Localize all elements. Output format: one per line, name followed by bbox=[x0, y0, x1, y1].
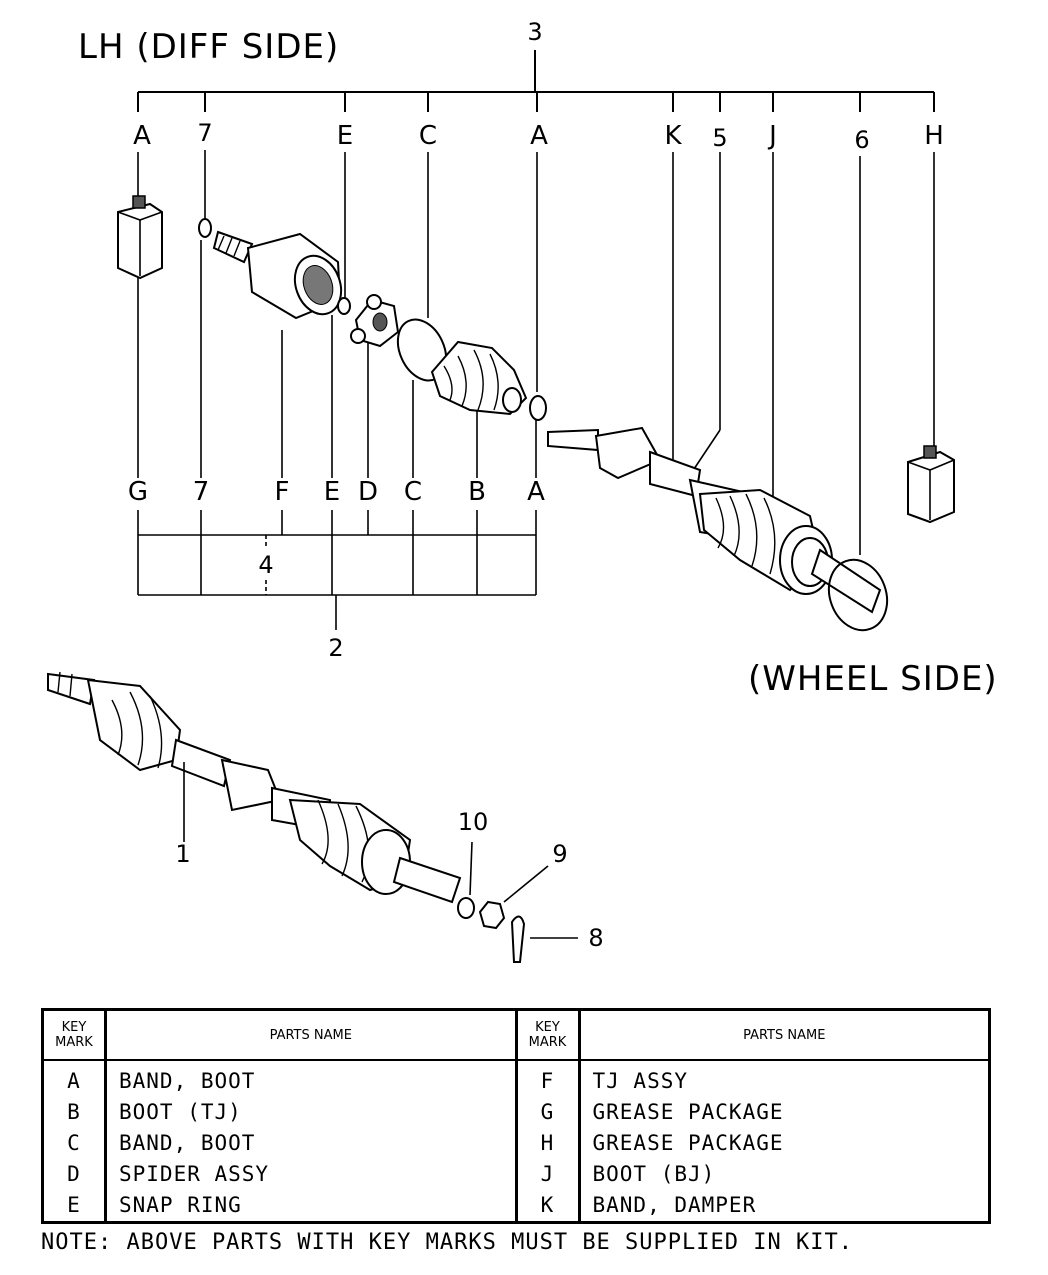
drive-shaft-diagram: LH (DIFF SIDE) (WHEEL SIDE) 3 A 7 E C A … bbox=[47, 18, 998, 963]
parts-name-column: PARTS NAME TJ ASSY GREASE PACKAGE GREASE… bbox=[580, 1011, 988, 1221]
snap-ring-e bbox=[337, 297, 351, 315]
callout-8: 8 bbox=[588, 924, 603, 952]
key-cell: G bbox=[540, 1099, 555, 1124]
part-name-cell: BOOT (BJ) bbox=[592, 1161, 716, 1186]
title-diff-side: LH (DIFF SIDE) bbox=[78, 27, 339, 67]
bottom-key-f: F bbox=[275, 477, 290, 507]
boot-tj-b bbox=[430, 340, 528, 416]
callout-1: 1 bbox=[175, 840, 190, 868]
grease-package-g bbox=[117, 195, 163, 280]
callout-4: 4 bbox=[258, 551, 273, 579]
key-cell: C bbox=[67, 1130, 81, 1155]
part-name-cell: SPIDER ASSY bbox=[119, 1161, 270, 1186]
key-cell: A bbox=[67, 1068, 81, 1093]
callout-9: 9 bbox=[552, 840, 567, 868]
bottom-key-d: D bbox=[358, 477, 378, 507]
tj-assy-f bbox=[212, 230, 343, 320]
part-name-cell: TJ ASSY bbox=[592, 1068, 689, 1093]
kit-note: NOTE: ABOVE PARTS WITH KEY MARKS MUST BE… bbox=[41, 1230, 853, 1255]
top-key-5: 5 bbox=[712, 124, 727, 152]
parts-name-column: PARTS NAME BAND, BOOT BOOT (TJ) BAND, BO… bbox=[107, 1011, 515, 1221]
part-name-cell: GREASE PACKAGE bbox=[592, 1130, 784, 1155]
top-key-h: H bbox=[924, 121, 944, 151]
key-mark-header: KEY MARK bbox=[44, 1011, 104, 1061]
top-key-c: C bbox=[419, 121, 437, 151]
part-name-cell: BOOT (TJ) bbox=[119, 1099, 242, 1124]
key-cell: J bbox=[540, 1161, 555, 1186]
key-mark-column: KEY MARK F G H J K bbox=[517, 1011, 581, 1221]
part-name-cell: BAND, BOOT bbox=[119, 1130, 256, 1155]
spider-assy-d bbox=[350, 294, 400, 348]
key-mark-header: KEY MARK bbox=[517, 1011, 578, 1061]
key-cell: F bbox=[540, 1068, 555, 1093]
title-wheel-side: (WHEEL SIDE) bbox=[748, 659, 998, 699]
key-cell: D bbox=[67, 1161, 81, 1186]
top-key-a: A bbox=[133, 121, 151, 151]
part-name-cell: BAND, DAMPER bbox=[592, 1192, 757, 1217]
callout-10: 10 bbox=[458, 808, 489, 836]
part-name-cell: GREASE PACKAGE bbox=[592, 1099, 784, 1124]
parts-name-header: PARTS NAME bbox=[580, 1011, 988, 1061]
circlip-7 bbox=[198, 218, 212, 238]
cotter-pin-8: 8 bbox=[510, 915, 604, 963]
key-cell: K bbox=[540, 1192, 555, 1217]
upper-shaft-assy bbox=[547, 426, 889, 632]
legend-left-column: KEY MARK A B C D E PARTS NAME BAND, BOOT… bbox=[44, 1011, 518, 1221]
drive-shaft-assy-1: 1 bbox=[47, 671, 462, 904]
bottom-key-e: E bbox=[324, 477, 340, 507]
washer-10: 10 bbox=[457, 808, 489, 919]
leader-lines bbox=[137, 150, 935, 555]
top-bracket: 3 bbox=[137, 18, 935, 112]
top-key-e: E bbox=[337, 121, 353, 151]
callout-3: 3 bbox=[527, 18, 542, 46]
top-key-a2: A bbox=[530, 121, 548, 151]
band-damper-6 bbox=[827, 558, 889, 632]
band-boot-a bbox=[529, 395, 547, 421]
bottom-key-g: G bbox=[128, 477, 148, 507]
top-key-6: 6 bbox=[854, 126, 869, 154]
bottom-key-7: 7 bbox=[193, 477, 210, 507]
nut-9: 9 bbox=[478, 840, 568, 930]
bottom-key-a: A bbox=[527, 477, 545, 507]
part-name-cell: SNAP RING bbox=[119, 1192, 242, 1217]
key-mark-column: KEY MARK A B C D E bbox=[44, 1011, 107, 1221]
bottom-key-b: B bbox=[468, 477, 486, 507]
parts-name-header: PARTS NAME bbox=[107, 1011, 515, 1061]
key-cell: B bbox=[67, 1099, 81, 1124]
top-key-7: 7 bbox=[197, 119, 212, 147]
parts-legend-table: KEY MARK A B C D E PARTS NAME BAND, BOOT… bbox=[41, 1008, 991, 1224]
top-key-letters: A 7 E C A K 5 J 6 H bbox=[133, 119, 944, 154]
bottom-brackets: 4 2 bbox=[137, 510, 537, 662]
bottom-key-letters: G 7 F E D C B A bbox=[128, 477, 545, 507]
top-key-k: K bbox=[664, 121, 682, 151]
key-cell: E bbox=[67, 1192, 81, 1217]
bottom-key-c: C bbox=[404, 477, 422, 507]
top-key-j: J bbox=[767, 121, 777, 151]
callout-2: 2 bbox=[328, 634, 343, 662]
key-cell: H bbox=[540, 1130, 555, 1155]
legend-right-column: KEY MARK F G H J K PARTS NAME TJ ASSY GR… bbox=[517, 1011, 988, 1221]
part-name-cell: BAND, BOOT bbox=[119, 1068, 256, 1093]
grease-package-h bbox=[907, 445, 955, 524]
